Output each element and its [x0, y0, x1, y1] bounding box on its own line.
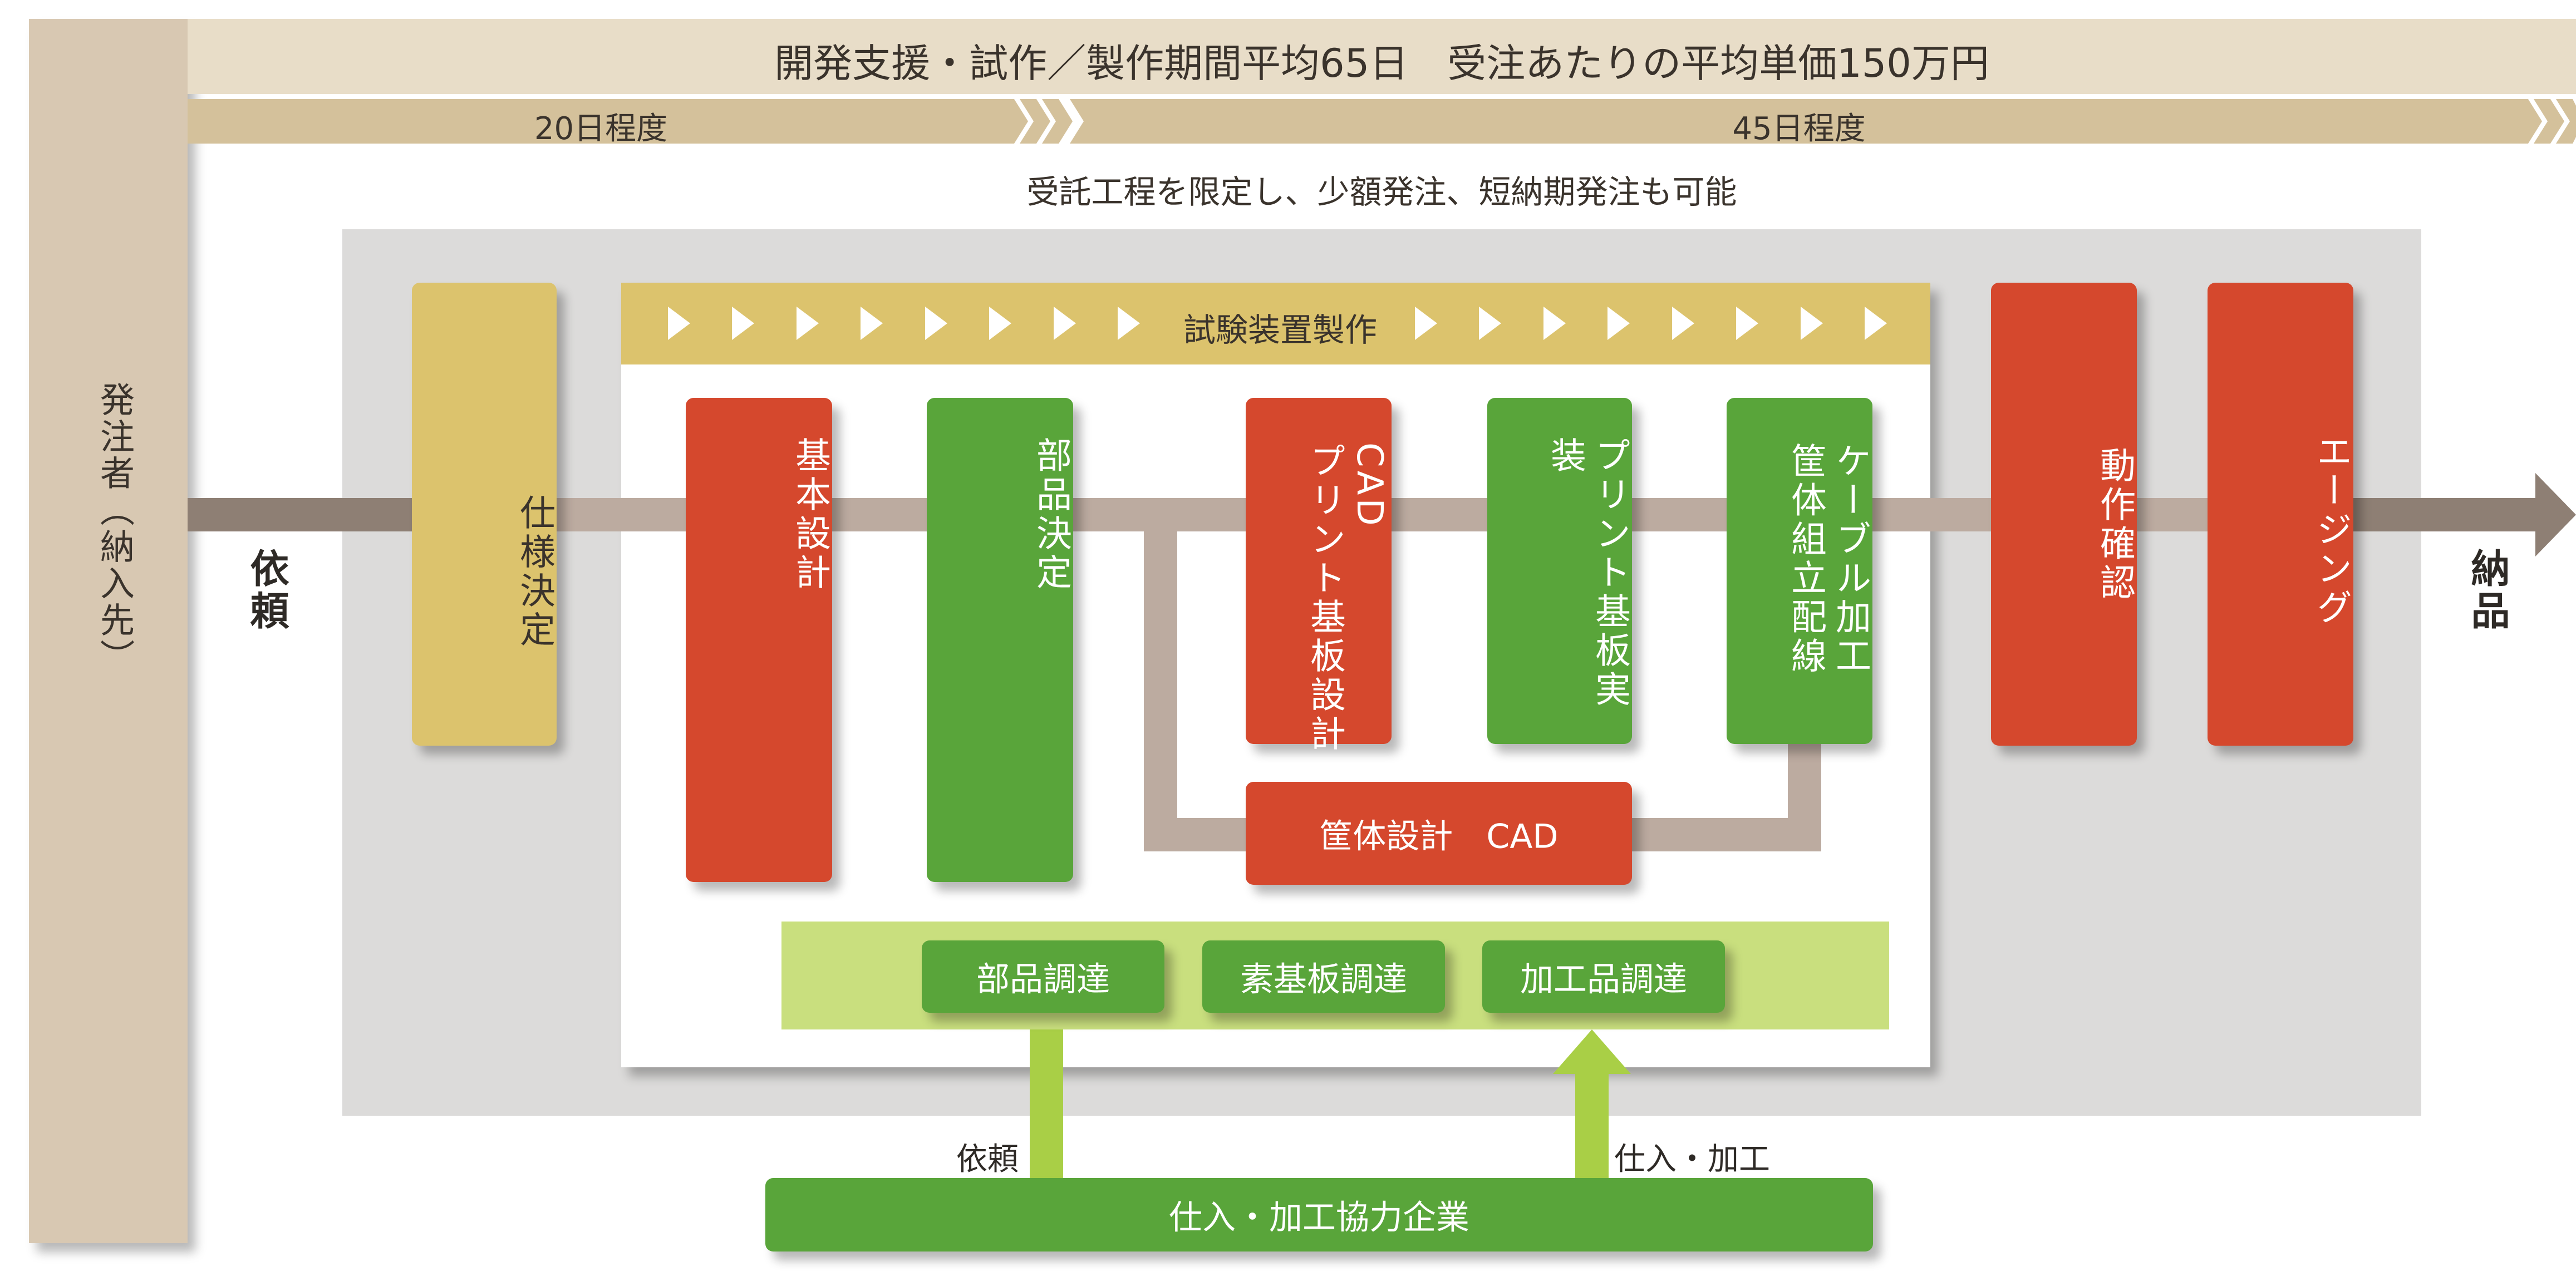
delivery-arrow [2353, 473, 2576, 556]
housing-design-box: 筐体設計 CAD [1246, 782, 1632, 885]
delivery-label: 納品 [2465, 548, 2510, 633]
basic-design-label: 基本設計 [789, 437, 830, 593]
arrow-parts-to-cad [1071, 476, 1286, 554]
aging-box: エージング [2208, 283, 2353, 746]
board-procurement-box[interactable]: 素基板調達 [1202, 940, 1445, 1013]
arrow-basic-to-parts [832, 476, 966, 554]
phase-1-chevron-a [1020, 99, 1050, 144]
phase-1-label: 20日程度 [534, 111, 668, 147]
request-arrow [188, 476, 454, 554]
phase-2-chevron-a [2534, 99, 2564, 144]
operation-check-box: 動作確認 [1991, 283, 2137, 746]
parts-decision-box: 部品決定 [927, 398, 1073, 882]
arrow-request-to-partner [1007, 1029, 1085, 1219]
housing-design-label: 筐体設計 CAD [1319, 817, 1559, 856]
partner-request-label: 依頼 [956, 1141, 1019, 1177]
aging-label: エージング [2310, 433, 2352, 628]
phase-timeline [188, 99, 2576, 144]
cable-assembly-box: ケーブル加工 筐体組立配線 [1727, 398, 1872, 744]
processed-procurement-box[interactable]: 加工品調達 [1482, 940, 1725, 1013]
orderer-column [29, 19, 188, 1243]
board-procurement-label: 素基板調達 [1240, 960, 1407, 999]
partner-company-box: 仕入・加工協力企業 [765, 1178, 1873, 1251]
operation-check-label: 動作確認 [2094, 447, 2135, 603]
parts-decision-label: 部品決定 [1030, 437, 1071, 593]
phase-2-label: 45日程度 [1732, 111, 1866, 147]
spec-decision-label: 仕様決定 [514, 494, 555, 650]
basic-design-box: 基本設計 [686, 398, 832, 882]
arrow-supply-from-partner [1553, 1029, 1631, 1185]
orderer-label: 発注者（納入先） [94, 382, 135, 676]
arrow-mount-to-cable [1631, 476, 1767, 554]
arrow-spec-to-basic [557, 476, 726, 554]
manufacturing-header [621, 283, 1930, 364]
arrow-cad-to-mount [1392, 476, 1528, 554]
pcb-mounting-box: プリント基板実装 [1487, 398, 1632, 744]
cable-assembly-label: ケーブル加工 筐体組立配線 [1785, 442, 1871, 676]
arrow-housing-to-cable [1631, 711, 1843, 851]
scope-note: 受託工程を限定し、少額発注、短納期発注も可能 [1026, 173, 1737, 211]
manufacturing-chevrons [668, 307, 1887, 340]
banner-title: 開発支援・試作／製作期間平均65日 受注あたりの平均単価150万円 [774, 41, 1989, 86]
manufacturing-title: 試験装置製作 [1183, 311, 1377, 349]
partner-supply-label: 仕入・加工 [1614, 1141, 1770, 1177]
phase-1-chevron-b [1042, 99, 1073, 144]
arrow-cable-to-check [1870, 476, 2029, 554]
phase-1-bar [188, 99, 1028, 144]
partner-company-label: 仕入・加工協力企業 [1169, 1198, 1469, 1238]
request-label: 依頼 [244, 548, 289, 633]
top-banner [188, 19, 2576, 94]
phase-2-chevron-b [2556, 99, 2576, 144]
phase-2-bar [1070, 99, 2542, 144]
parts-procurement-box[interactable]: 部品調達 [922, 940, 1164, 1013]
pcb-mounting-label: プリント基板実装 [1545, 437, 1630, 709]
pcb-design-box: CAD プリント基板設計 [1246, 398, 1392, 754]
spec-decision-box: 仕様決定 [412, 283, 557, 746]
processed-procurement-label: 加工品調達 [1520, 960, 1687, 999]
parts-procurement-label: 部品調達 [976, 960, 1110, 999]
pcb-design-label: CAD プリント基板設計 [1304, 442, 1390, 754]
